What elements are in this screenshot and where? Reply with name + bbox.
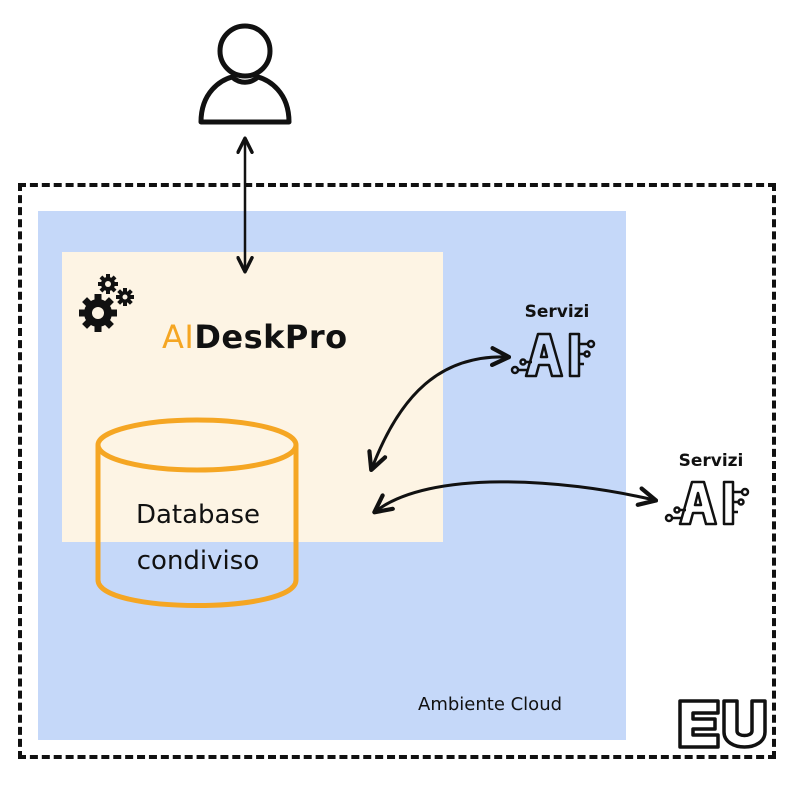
db-ai1-arrow	[367, 346, 512, 473]
eu-boundary	[18, 183, 776, 759]
ai-service-title: Servizi	[678, 451, 744, 471]
eu-logo-icon	[678, 699, 767, 749]
ai-chip-icon	[664, 480, 750, 526]
cloud-environment-label: Ambiente Cloud	[418, 694, 563, 715]
ai-chip-icon	[510, 332, 596, 378]
app-name-suffix: DeskPro	[194, 318, 348, 356]
gears-icon	[79, 274, 134, 332]
database-cylinder-icon	[95, 417, 299, 608]
db-ai2-arrow	[372, 480, 659, 515]
ai-service-title: Servizi	[524, 302, 590, 322]
database-label-line2: condiviso	[136, 546, 260, 576]
app-name: AIDeskPro	[162, 318, 348, 356]
app-name-prefix: AI	[162, 318, 195, 356]
user-icon	[198, 23, 292, 125]
database-label-line1: Database	[135, 500, 261, 530]
